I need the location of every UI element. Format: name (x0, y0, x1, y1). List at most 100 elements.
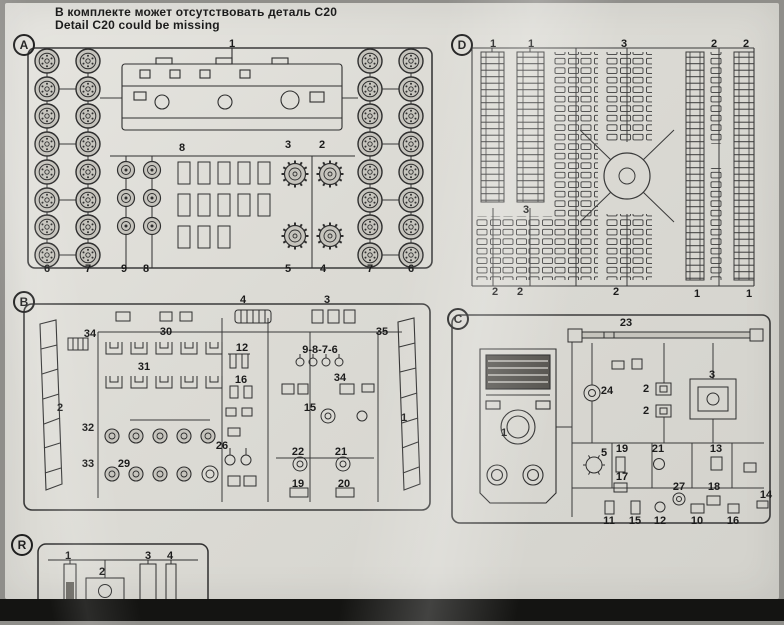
part-number-label: 2 (516, 286, 524, 298)
part-number-label: 11 (603, 515, 615, 527)
hull-upper-part (479, 348, 557, 504)
sprue-a-drawing (27, 47, 433, 269)
part-number-label: 2 (98, 566, 106, 578)
part-number-label: 2 (56, 402, 64, 414)
part-number-label: 4 (239, 294, 247, 306)
part-number-label: 35 (375, 326, 389, 338)
part-number-label: 32 (81, 422, 95, 434)
part-number-label: 33 (81, 458, 95, 470)
part-number-label: 9-8-7-6 (302, 344, 338, 356)
part-number-label: 2 (642, 383, 650, 395)
part-number-label: 19 (615, 443, 629, 455)
part-number-label: 1 (489, 38, 497, 50)
part-number-label: 2 (318, 139, 326, 151)
part-number-label: 3 (144, 550, 152, 562)
sprue-c-frame (451, 314, 771, 524)
part-number-label: 3 (284, 139, 292, 151)
part-number-label: 12 (653, 515, 667, 527)
part-number-label: 1 (400, 412, 408, 424)
part-number-label: 20 (337, 478, 351, 490)
part-number-label: 4 (166, 550, 174, 562)
part-number-label: 1 (527, 38, 535, 50)
part-number-label: 3 (620, 38, 628, 50)
part-number-label: 1 (693, 288, 701, 300)
part-number-label: 15 (628, 515, 642, 527)
part-number-label: 3 (708, 369, 716, 381)
part-number-label: 27 (672, 481, 686, 493)
part-number-label: 3 (323, 294, 331, 306)
part-number-label: 2 (642, 405, 650, 417)
part-number-label: 34 (333, 372, 347, 384)
sprue-letter-d: D (451, 34, 473, 56)
part-number-label: 8 (142, 263, 150, 275)
part-number-label: 30 (159, 326, 173, 338)
fender-part-left (39, 319, 63, 491)
photo-black-edge (0, 599, 784, 621)
lower-right-parts (583, 455, 769, 515)
part-number-label: 1 (745, 288, 753, 300)
sprue-b-drawing (23, 303, 431, 511)
part-number-label: 12 (235, 342, 249, 354)
missing-part-notice: В комплекте может отсутствовать деталь С… (55, 6, 337, 32)
notice-text-en: Detail C20 could be missing (55, 18, 220, 32)
part-number-label: 2 (742, 38, 750, 50)
part-number-label: 6 (407, 263, 415, 275)
sprue-d-part-numbers: 1 1 3 2 2 3 2 2 2 1 1 (450, 28, 778, 302)
part-number-label: 5 (284, 263, 292, 275)
part-number-label: 23 (619, 317, 633, 329)
sprue-panel-r: R 1 2 3 4 (8, 530, 230, 624)
sprue-letter-a: A (13, 34, 35, 56)
track-ladder-strips-right (685, 51, 755, 281)
sprue-letter-r: R (11, 534, 33, 556)
sprue-letter-b: B (13, 291, 35, 313)
sprue-b-frame (23, 303, 431, 511)
part-number-label: 8 (178, 142, 186, 154)
track-link-clusters (476, 48, 724, 286)
part-number-label: 7 (366, 263, 374, 275)
part-number-label: 17 (615, 471, 629, 483)
part-number-label: 19 (291, 478, 305, 490)
sprue-letter-c: C (447, 308, 469, 330)
suspension-parts-group (110, 155, 355, 268)
part-number-label: 4 (319, 263, 327, 275)
part-number-label: 24 (600, 385, 614, 397)
part-number-label: 21 (651, 443, 665, 455)
sprue-c-drawing (451, 314, 771, 524)
part-number-label: 3 (522, 204, 530, 216)
part-number-label: 1 (228, 38, 236, 50)
part-number-label: 16 (726, 515, 740, 527)
part-number-label: 22 (291, 446, 305, 458)
part-number-label: 16 (234, 374, 248, 386)
part-number-label: 14 (759, 489, 773, 501)
part-number-label: 2 (612, 286, 620, 298)
center-column-parts (224, 353, 257, 487)
part-number-label: 7 (84, 263, 92, 275)
sprue-d-drawing (471, 47, 755, 287)
part-number-label: 9 (120, 263, 128, 275)
center-hub-and-diagonals (579, 129, 675, 223)
fender-part-right (397, 317, 421, 491)
part-number-label: 26 (215, 440, 229, 452)
right-cluster-parts (281, 354, 375, 498)
part-number-label: 2 (710, 38, 718, 50)
muffler-and-top-parts (67, 309, 356, 351)
part-number-label: 1 (64, 550, 72, 562)
hull-tub-part (121, 48, 343, 131)
part-number-label: 34 (83, 328, 97, 340)
sprue-panel-d: D 1 1 3 2 2 3 2 2 2 1 1 (450, 28, 778, 302)
upper-right-parts (583, 358, 737, 420)
part-number-label: 1 (500, 427, 508, 439)
part-number-label: 13 (709, 443, 723, 455)
notice-text-ru: В комплекте может отсутствовать деталь С… (55, 5, 338, 19)
part-number-label: 18 (707, 481, 721, 493)
part-number-label: 2 (491, 286, 499, 298)
part-number-label: 15 (303, 402, 317, 414)
part-number-label: 21 (334, 446, 348, 458)
part-number-label: 10 (690, 515, 704, 527)
